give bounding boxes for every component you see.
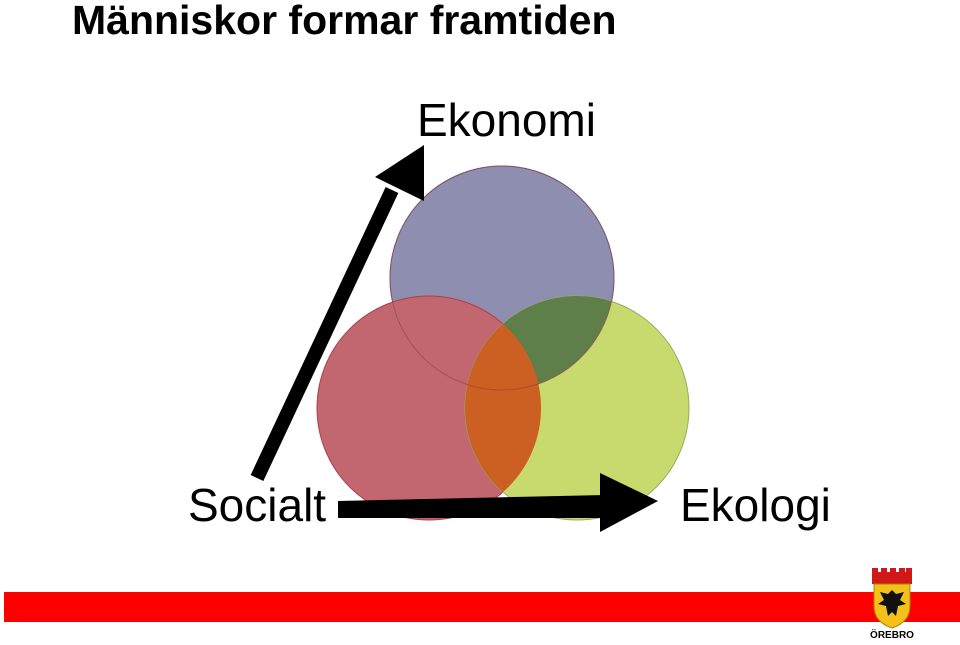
socialt-label: Socialt [188, 479, 327, 531]
ekologi-label: Ekologi [680, 479, 831, 531]
orebro-logo-text: ÖREBRO [870, 630, 914, 641]
footer-bar [4, 592, 960, 622]
arrow-socialt-to-ekologi [338, 473, 658, 532]
socialt-ekologi-overlap [465, 296, 541, 520]
slide-title: Människor formar framtiden [72, 0, 617, 43]
arrow-socialt-to-ekonomi [250, 145, 424, 481]
ekonomi-ekologi-overlap [465, 296, 614, 390]
ekonomi-label: Ekonomi [417, 94, 596, 146]
orebro-coat-of-arms-icon [872, 568, 912, 629]
ekonomi-circle-outline [389, 165, 615, 391]
